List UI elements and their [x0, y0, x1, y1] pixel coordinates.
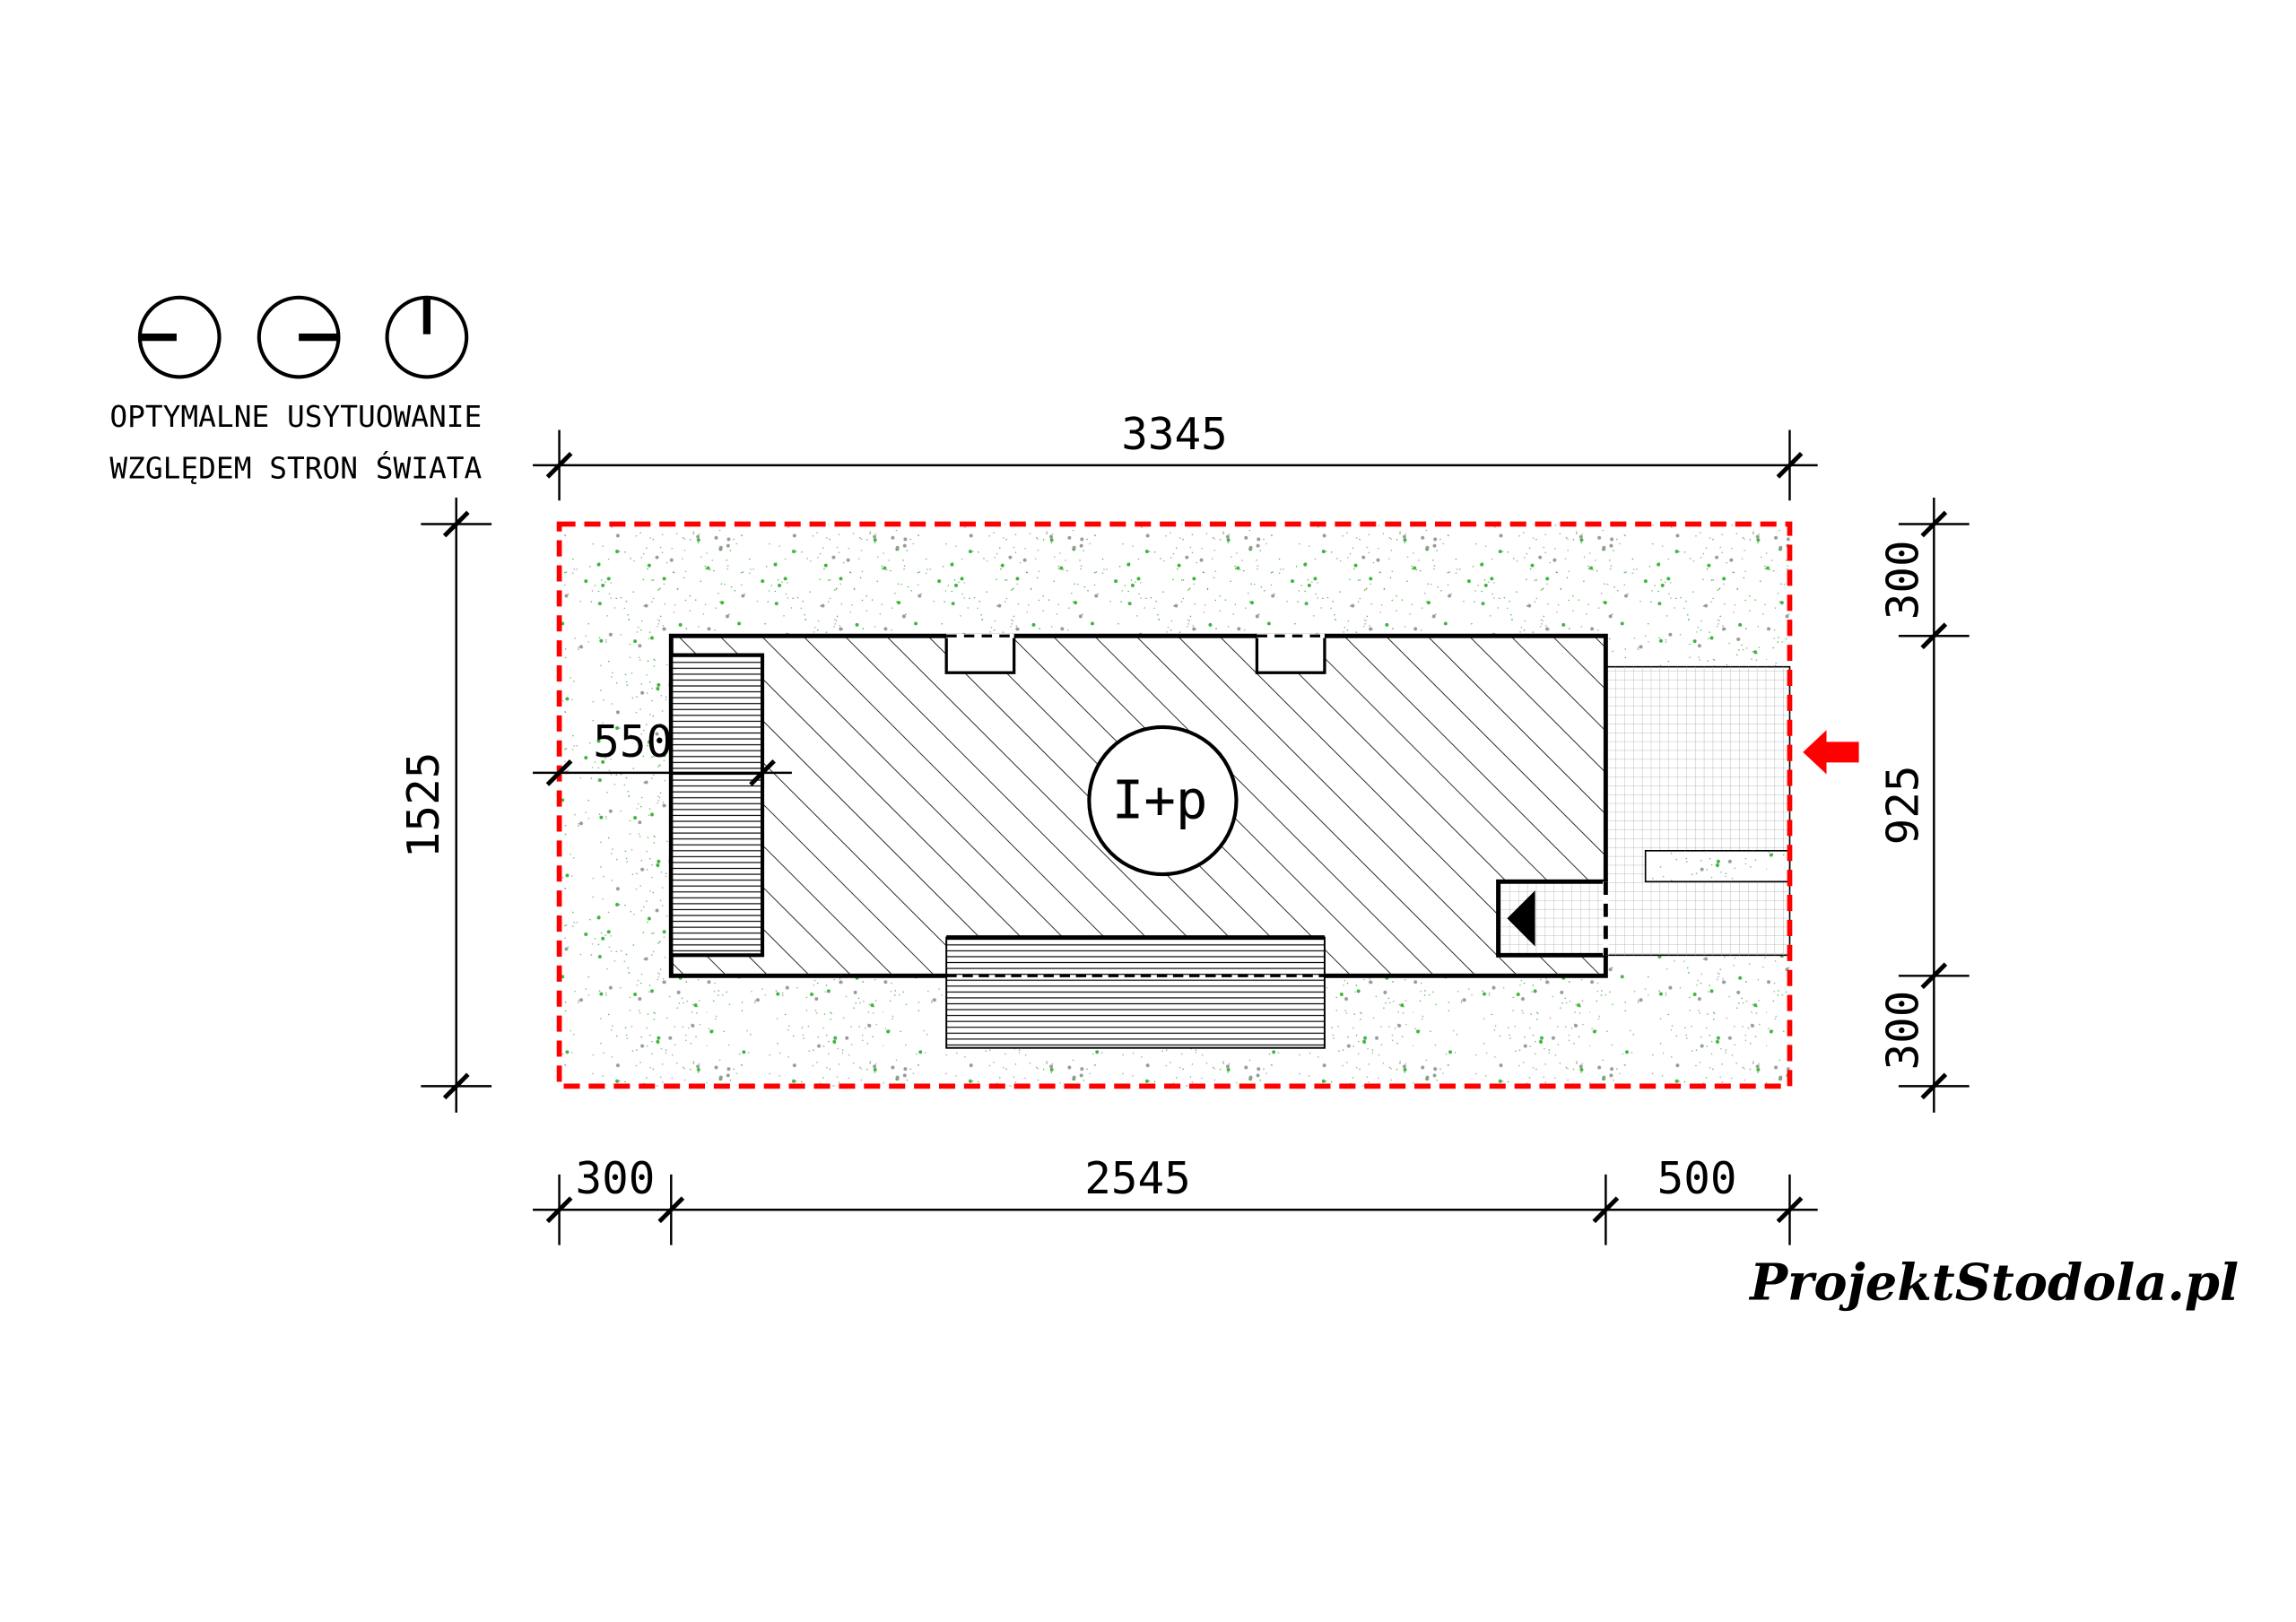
dim-right-top: 300 — [1876, 540, 1928, 620]
garage — [1496, 879, 1609, 958]
dim-right-middle: 925 — [1876, 765, 1928, 845]
orientation-east-icon — [257, 295, 341, 379]
house-label: I+p — [1112, 769, 1208, 831]
legend-line-2: WZGLĘDEM STRON ŚWIATA — [109, 450, 482, 486]
dim-left-total: 1525 — [397, 752, 449, 859]
dim-right-bottom: 300 — [1876, 991, 1928, 1071]
entry-arrow-icon — [1803, 730, 1859, 775]
orientation-north-icon — [385, 295, 469, 379]
dim-bottom-middle: 2545 — [1084, 1152, 1191, 1204]
garage-entry-triangle-icon — [1507, 890, 1535, 947]
dim-bottom-left: 300 — [575, 1152, 655, 1204]
legend-line-1: OPTYMALNE USYTUOWANIE — [109, 400, 482, 434]
orientation-west-icon — [137, 295, 222, 379]
house-label-circle: I+p — [1087, 724, 1239, 877]
dim-top-total: 3345 — [1121, 408, 1228, 460]
dim-bottom-right: 500 — [1657, 1152, 1737, 1204]
dim-terrace-offset: 550 — [593, 716, 673, 768]
plot-boundary — [556, 521, 1793, 1089]
logo: ProjektStodola.pl — [1748, 1253, 2239, 1312]
